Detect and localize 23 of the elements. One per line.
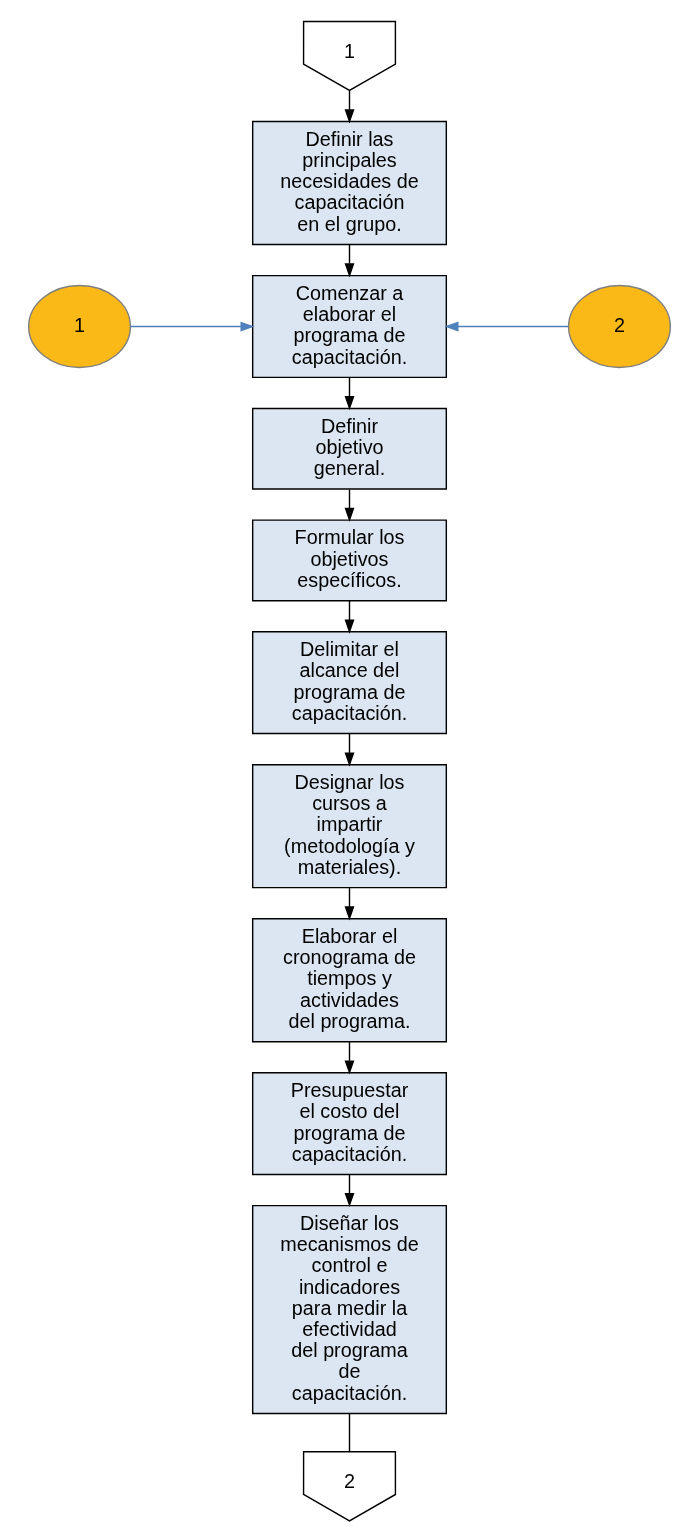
arrow <box>344 1041 354 1075</box>
node-box: Delimitar el alcance del programa de capacitación. <box>251 631 447 735</box>
arrow <box>344 488 354 522</box>
node-box: Formular los objetivos específicos. <box>251 519 447 602</box>
node-box: Definir las principales necesidades de capacitación en el grupo. <box>251 120 447 246</box>
arrow <box>344 733 354 767</box>
arrow <box>443 321 569 332</box>
node-box: Definir objetivo general. <box>251 407 447 490</box>
node-box: Comenzar a elaborar el programa de capacitación. <box>251 274 447 379</box>
arrow <box>344 377 354 411</box>
arrow <box>344 244 354 278</box>
node-box: Diseñar los mecanismos de control e indicadores para medir la efectividad del programa de capacitación. <box>251 1204 447 1415</box>
arrow <box>344 887 354 921</box>
arrow <box>344 600 354 634</box>
node-box: Elaborar el cronograma de tiempos y actividades del programa. <box>251 918 447 1043</box>
arrow <box>129 321 255 332</box>
node-ellipse: 1 <box>27 284 131 369</box>
arrow <box>344 1173 354 1208</box>
arrow <box>344 90 354 124</box>
node-ellipse: 2 <box>567 284 671 369</box>
node-box: Designar los cursos a impartir (metodología y materiales). <box>251 763 447 889</box>
node-box: Presupuestar el costo del programa de capacitación. <box>251 1072 447 1176</box>
connector <box>348 1412 350 1453</box>
